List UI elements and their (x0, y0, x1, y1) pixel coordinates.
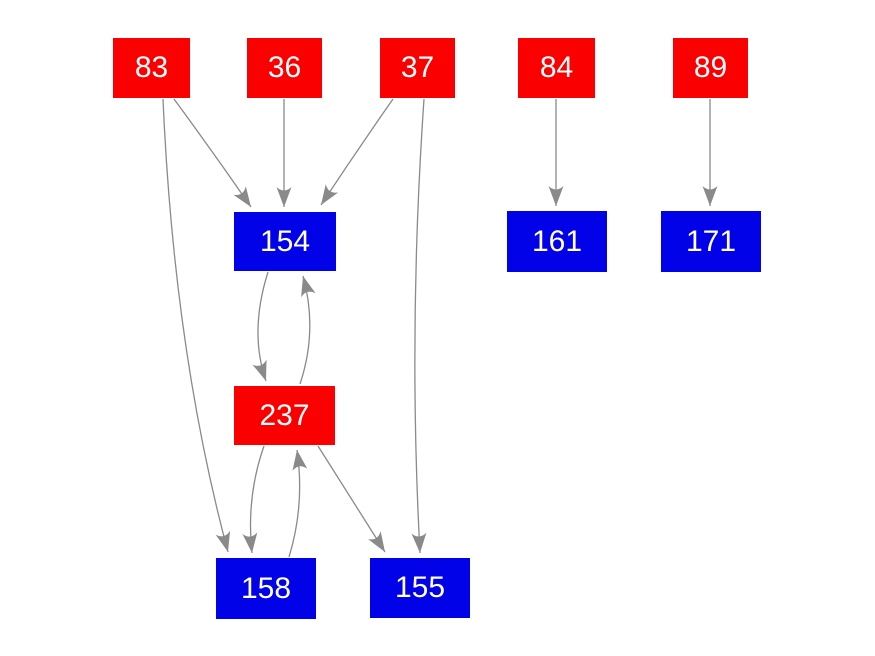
node-label: 36 (267, 51, 302, 84)
graph-node-83[interactable]: 83 (113, 38, 190, 98)
graph-edge-154-237 (252, 271, 269, 382)
graph-node-155[interactable]: 155 (370, 558, 470, 618)
graph-node-36[interactable]: 36 (247, 38, 322, 98)
graph-node-37[interactable]: 37 (380, 38, 455, 98)
graph-node-84[interactable]: 84 (518, 38, 595, 98)
node-label: 155 (394, 571, 446, 604)
graph-edge-37-155 (411, 98, 427, 554)
node-label: 84 (539, 51, 574, 84)
graph-node-154[interactable]: 154 (234, 212, 336, 271)
node-label: 161 (531, 224, 583, 258)
node-label: 89 (693, 51, 728, 84)
node-label: 237 (259, 398, 310, 432)
node-label: 154 (259, 224, 311, 258)
graph-edge-83-154 (173, 98, 252, 208)
graph-node-161[interactable]: 161 (507, 211, 607, 272)
graph-node-171[interactable]: 171 (661, 211, 761, 272)
graph-edge-83-158 (162, 98, 231, 553)
graph-node-89[interactable]: 89 (673, 38, 748, 98)
node-label: 83 (134, 51, 169, 84)
graph-edge-158-237 (288, 449, 308, 558)
graph-edge-237-155 (317, 445, 386, 553)
node-label: 37 (400, 51, 435, 84)
graph-edge-237-154 (299, 275, 316, 385)
graph-node-237[interactable]: 237 (234, 386, 335, 445)
graph-edge-37-154 (320, 98, 394, 206)
node-label: 171 (685, 224, 737, 258)
graph-node-158[interactable]: 158 (216, 558, 316, 619)
node-label: 158 (240, 571, 292, 605)
graph-edge-237-158 (242, 445, 265, 554)
